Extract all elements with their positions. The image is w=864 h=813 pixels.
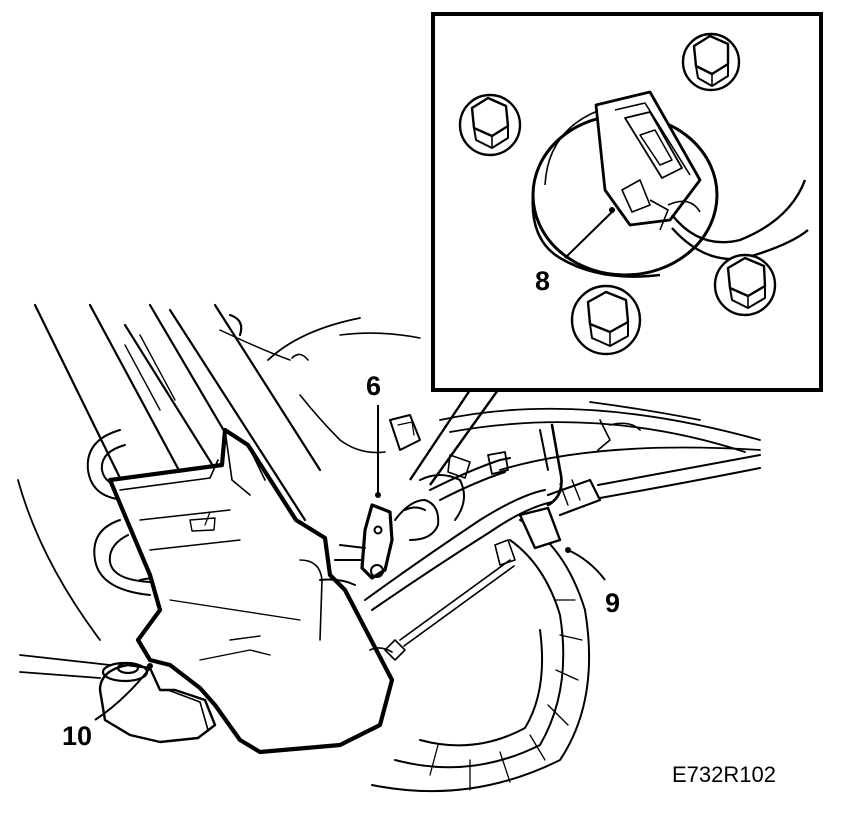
abs-sensor-cable <box>364 423 761 611</box>
leader-10-dot <box>147 663 153 669</box>
figure-reference: E732R102 <box>672 762 776 787</box>
background-wheel-arc <box>17 479 111 679</box>
leader-8 <box>564 211 613 259</box>
bolt-top-left <box>458 93 522 157</box>
centre-detail <box>291 332 641 479</box>
bolt-bottom-right <box>713 253 777 317</box>
leader-8-dot <box>609 207 615 213</box>
inset-pointer-right <box>429 389 499 486</box>
brake-line <box>369 559 515 661</box>
sensor-bracket <box>319 414 465 586</box>
callout-9: 9 <box>605 588 620 618</box>
leader-9 <box>567 549 606 581</box>
brake-disc <box>371 519 591 793</box>
main-scene <box>17 303 761 793</box>
disc-upper-arcs <box>267 317 761 471</box>
callout-8: 8 <box>535 266 550 296</box>
detail-inset <box>409 12 823 486</box>
leader-6-dot <box>375 492 381 498</box>
leaders <box>94 405 606 721</box>
leader-10 <box>94 667 151 721</box>
callout-6: 6 <box>366 371 381 401</box>
bolt-top-right <box>681 32 741 92</box>
bolt-bottom-left <box>570 284 642 356</box>
lower-connector-10 <box>98 661 217 744</box>
leader-9-dot <box>565 547 571 553</box>
sensor-connector-plug <box>594 90 702 231</box>
left-hoses <box>86 429 176 596</box>
callout-10: 10 <box>62 721 92 751</box>
inset-pointer-left <box>409 389 471 481</box>
